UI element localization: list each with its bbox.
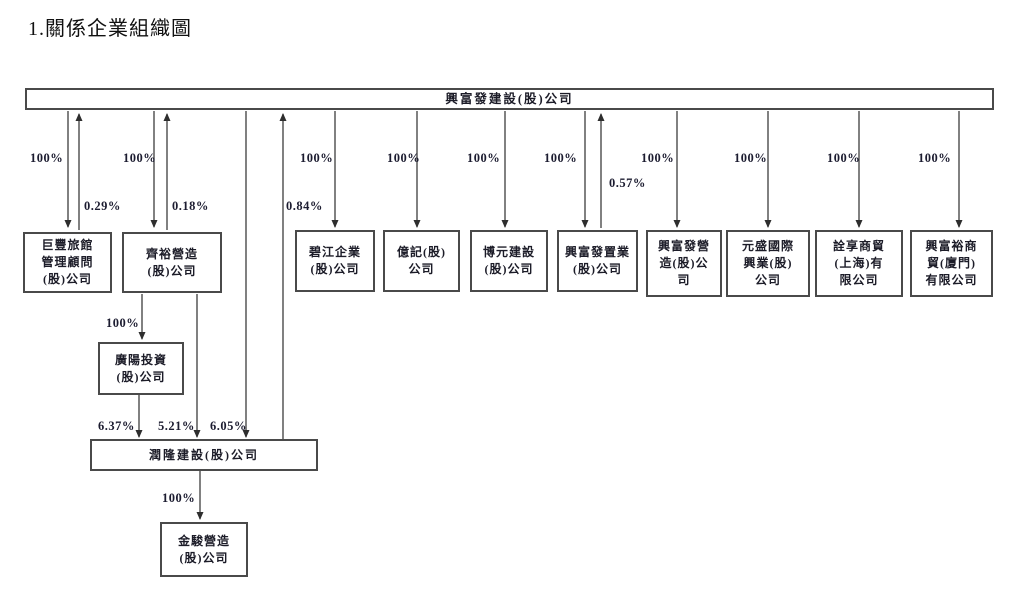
node-xingfuyu-xiamen: 興富裕商 貿(廈門) 有限公司 [910,230,993,297]
node-quanxiang-shanghai: 詮享商貿 (上海)有 限公司 [815,230,903,297]
pct-root-chiyu: 100% [123,151,157,165]
pct-root-yiji: 100% [387,151,421,165]
node-bijiang-enterprise: 碧江企業 (股)公司 [295,230,375,292]
pct-root-properties: 100% [544,151,578,165]
pct-root-bijiang: 100% [300,151,334,165]
pct-chiyu-guangyang: 100% [106,316,140,330]
pct-guangyang-runlong: 6.37% [98,419,135,433]
pct-root-engineering: 100% [641,151,675,165]
pct-runlong-root: 0.84% [286,199,323,213]
pct-properties-root: 0.57% [609,176,646,190]
node-highwealth-properties: 興富發置業 (股)公司 [557,230,638,292]
node-boyuan-construction: 博元建設 (股)公司 [470,230,548,292]
pct-root-yuansheng: 100% [734,151,768,165]
node-jinjun-construction: 金駿營造 (股)公司 [160,522,248,577]
pct-root-quanxiang: 100% [827,151,861,165]
node-jufeng-hotel-management: 巨豐旅館 管理顧問 (股)公司 [23,232,112,293]
page-title: 1.關係企業組織圖 [28,18,192,40]
node-yiji: 億記(股) 公司 [383,230,460,292]
pct-root-runlong: 6.05% [210,419,247,433]
node-chiyu-construction: 齊裕營造 (股)公司 [122,232,222,293]
pct-root-boyuan: 100% [467,151,501,165]
pct-chiyu-root: 0.18% [172,199,209,213]
pct-jufeng-root: 0.29% [84,199,121,213]
node-highwealth-construction: 興富發建設(股)公司 [25,88,994,110]
pct-chiyu-runlong: 5.21% [158,419,195,433]
pct-runlong-jinjun: 100% [162,491,196,505]
pct-root-xingfuyu: 100% [918,151,952,165]
pct-root-jufeng: 100% [30,151,64,165]
node-runlong-construction: 潤隆建設(股)公司 [90,439,318,471]
node-guangyang-investment: 廣陽投資 (股)公司 [98,342,184,395]
node-highwealth-engineering: 興富發營 造(股)公 司 [646,230,722,297]
node-yuansheng-international: 元盛國際 興業(股) 公司 [726,230,810,297]
